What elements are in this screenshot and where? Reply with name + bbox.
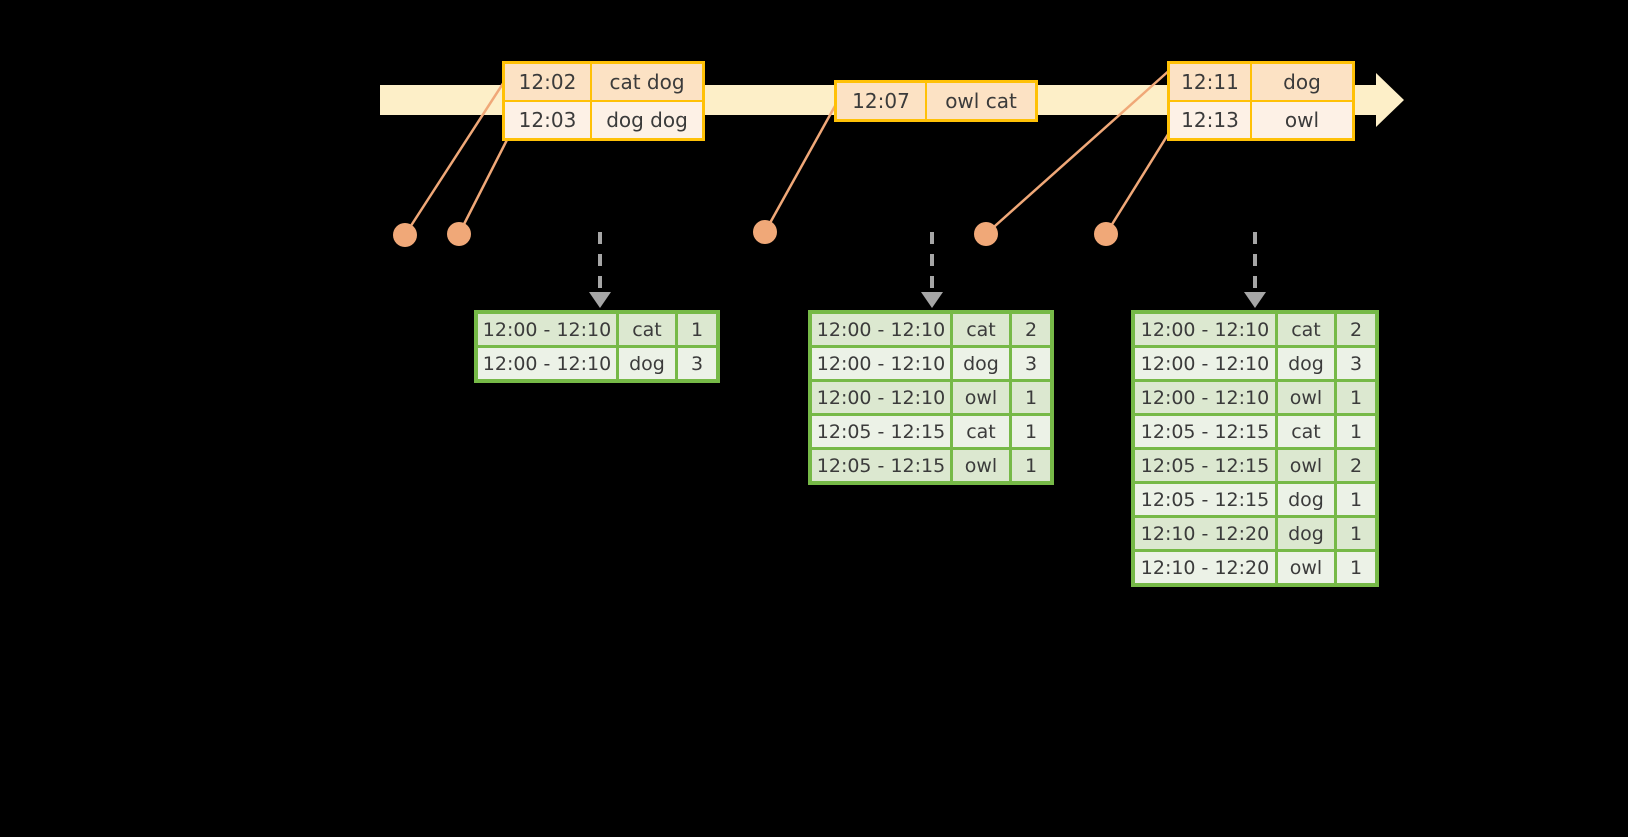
- flow-arrow-head-icon: [1244, 292, 1266, 308]
- window-cell: 12:00 - 12:10: [812, 314, 950, 345]
- window-cell: 12:05 - 12:15: [1135, 484, 1275, 515]
- count-cell: 1: [1012, 450, 1050, 481]
- connector-dot: [393, 223, 417, 247]
- count-cell: 2: [1012, 314, 1050, 345]
- window-cell: 12:00 - 12:10: [478, 348, 616, 379]
- event-words: owl: [1252, 102, 1352, 138]
- word-cell: owl: [953, 450, 1009, 481]
- timeline-arrowhead-icon: [1376, 73, 1404, 127]
- window-cell: 12:00 - 12:10: [1135, 348, 1275, 379]
- word-cell: cat: [953, 416, 1009, 447]
- count-cell: 2: [1337, 314, 1375, 345]
- event-words: cat dog: [592, 64, 702, 100]
- word-cell: cat: [1278, 416, 1334, 447]
- word-cell: dog: [953, 348, 1009, 379]
- connector-dot: [1094, 222, 1118, 246]
- window-cell: 12:00 - 12:10: [812, 348, 950, 379]
- event-time: 12:11: [1170, 64, 1250, 100]
- window-cell: 12:05 - 12:15: [1135, 416, 1275, 447]
- window-cell: 12:05 - 12:15: [812, 416, 950, 447]
- window-cell: 12:10 - 12:20: [1135, 552, 1275, 583]
- window-cell: 12:00 - 12:10: [1135, 314, 1275, 345]
- count-cell: 1: [1337, 484, 1375, 515]
- connector-dot: [974, 222, 998, 246]
- event-words: dog dog: [592, 102, 702, 138]
- count-cell: 1: [1337, 416, 1375, 447]
- word-cell: cat: [1278, 314, 1334, 345]
- connector-dot: [447, 222, 471, 246]
- connector-dots: [393, 220, 1118, 247]
- window-cell: 12:00 - 12:10: [478, 314, 616, 345]
- event-time: 12:02: [505, 64, 590, 100]
- connector-line: [457, 127, 515, 235]
- word-cell: cat: [619, 314, 675, 345]
- count-cell: 1: [1337, 518, 1375, 549]
- connector-line: [1104, 127, 1174, 235]
- word-cell: owl: [953, 382, 1009, 413]
- count-cell: 3: [1012, 348, 1050, 379]
- word-cell: dog: [1278, 348, 1334, 379]
- window-cell: 12:05 - 12:15: [812, 450, 950, 481]
- word-cell: cat: [953, 314, 1009, 345]
- window-cell: 12:05 - 12:15: [1135, 450, 1275, 481]
- flow-arrow-head-icon: [589, 292, 611, 308]
- count-cell: 1: [1012, 416, 1050, 447]
- flow-arrow-head-icon: [921, 292, 943, 308]
- count-cell: 1: [1012, 382, 1050, 413]
- event-time: 12:03: [505, 102, 590, 138]
- count-cell: 3: [1337, 348, 1375, 379]
- word-cell: dog: [619, 348, 675, 379]
- down-arrows: [589, 232, 1266, 308]
- window-cell: 12:00 - 12:10: [1135, 382, 1275, 413]
- window-cell: 12:00 - 12:10: [812, 382, 950, 413]
- window-cell: 12:10 - 12:20: [1135, 518, 1275, 549]
- word-cell: owl: [1278, 552, 1334, 583]
- count-cell: 1: [1337, 552, 1375, 583]
- word-cell: owl: [1278, 450, 1334, 481]
- count-cell: 1: [678, 314, 716, 345]
- word-cell: dog: [1278, 484, 1334, 515]
- event-time: 12:13: [1170, 102, 1250, 138]
- count-cell: 2: [1337, 450, 1375, 481]
- event-words: owl cat: [927, 83, 1035, 119]
- event-words: dog: [1252, 64, 1352, 100]
- count-cell: 1: [1337, 382, 1375, 413]
- count-cell: 3: [678, 348, 716, 379]
- connector-dot: [753, 220, 777, 244]
- word-cell: dog: [1278, 518, 1334, 549]
- word-cell: owl: [1278, 382, 1334, 413]
- event-time: 12:07: [837, 83, 925, 119]
